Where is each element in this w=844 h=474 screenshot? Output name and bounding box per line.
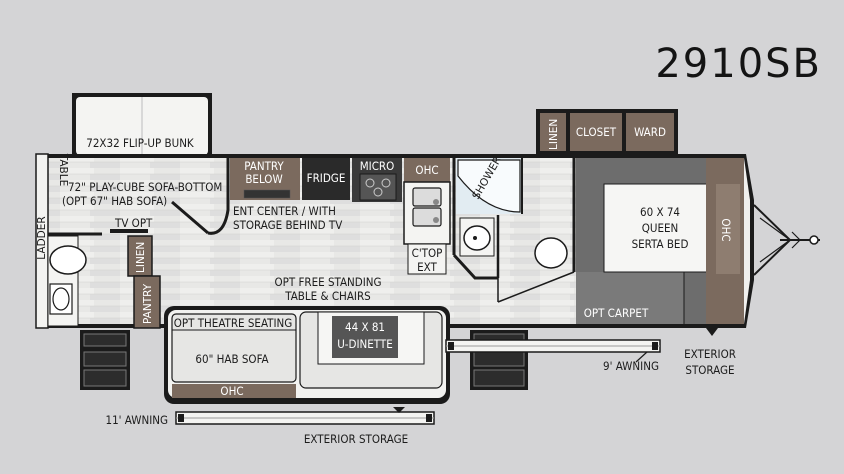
- dinette-2: U-DINETTE: [337, 337, 393, 351]
- ext-storage-right-1: EXTERIOR: [684, 347, 736, 361]
- bunk-slide: 72X32 FLIP-UP BUNK: [72, 93, 212, 159]
- pantry-left-label: PANTRY: [142, 283, 154, 324]
- ext-storage-right-2: STORAGE: [685, 363, 734, 377]
- bunk-label: 72X32 FLIP-UP BUNK: [86, 136, 194, 150]
- bed-line-2: QUEEN: [642, 221, 679, 235]
- opt-carpet-label: OPT CARPET: [584, 306, 649, 320]
- linen-top-label: LINEN: [548, 119, 560, 150]
- micro-label: MICRO: [360, 159, 395, 173]
- table-chairs-2: TABLE & CHAIRS: [284, 289, 370, 303]
- center-bath: SHOWER: [452, 155, 576, 303]
- hitch: [753, 204, 820, 276]
- bed-line-3: SERTA BED: [632, 237, 689, 251]
- pantry-below-1: PANTRY: [244, 159, 284, 173]
- ohc-slide-label: OHC: [220, 384, 243, 398]
- bedroom: OPT CARPET 60 X 74 QUEEN SERTA BED OHC: [576, 158, 744, 324]
- wardrobe-bank: LINEN CLOSET WARD: [536, 109, 678, 155]
- left-storage: LINEN PANTRY: [127, 235, 161, 329]
- ent-center-2: STORAGE BEHIND TV: [233, 218, 342, 232]
- tv-opt-label: TV OPT: [114, 216, 153, 230]
- ward-label: WARD: [634, 125, 666, 139]
- pantry-below-2: BELOW: [245, 172, 282, 186]
- dinette-1: 44 X 81: [345, 320, 385, 334]
- fridge-label: FRIDGE: [307, 171, 346, 185]
- table-chairs-1: OPT FREE STANDING: [274, 275, 381, 289]
- table-side-label: TABLE: [57, 153, 69, 186]
- sofa-label-2: (OPT 67" HAB SOFA): [62, 194, 167, 208]
- closet-label: CLOSET: [576, 125, 617, 139]
- ohc-bed-label: OHC: [719, 218, 733, 241]
- hab-sofa-label: 60" HAB SOFA: [195, 352, 268, 366]
- ctop-2: EXT: [417, 260, 437, 274]
- theatre-label: OPT THEATRE SEATING: [174, 316, 293, 330]
- ctop-1: C'TOP: [412, 246, 443, 260]
- kitchen-upper: PANTRY BELOW FRIDGE MICRO OHC: [230, 158, 450, 202]
- sofa-label-1: 72" PLAY-CUBE SOFA-BOTTOM: [68, 180, 222, 194]
- ext-storage-bottom-label: EXTERIOR STORAGE: [304, 432, 408, 446]
- ohc-kitchen-label: OHC: [415, 163, 438, 177]
- model-number: 2910SB: [655, 41, 822, 87]
- kitchen-counter: C'TOP EXT: [403, 181, 451, 275]
- ladder-label: LADDER: [36, 216, 48, 259]
- living-slide: OPT THEATRE SEATING 60" HAB SOFA 44 X 81…: [164, 306, 450, 404]
- linen-left-label: LINEN: [135, 242, 147, 273]
- awning-11-label: 11' AWNING: [105, 413, 168, 427]
- bed-line-1: 60 X 74: [640, 205, 680, 219]
- ent-center-1: ENT CENTER / WITH: [233, 204, 336, 218]
- exterior: 11' AWNING EXTERIOR STORAGE 9' AWNING EX…: [105, 328, 736, 446]
- rear-bath: [47, 232, 102, 327]
- awning-9-label: 9' AWNING: [603, 359, 659, 373]
